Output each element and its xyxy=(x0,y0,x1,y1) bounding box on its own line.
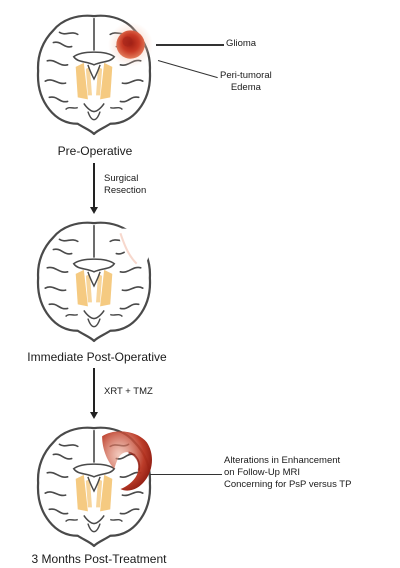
brain-pre-operative xyxy=(27,10,161,140)
brain-immediate-post-operative xyxy=(27,217,161,347)
glioma-label: Glioma xyxy=(226,38,256,50)
transition-surgical-resection: Surgical Resection xyxy=(104,173,146,197)
transition-xrt-tmz: XRT + TMZ xyxy=(104,386,153,398)
stage-title-3-months-post-treatment: 3 Months Post-Treatment xyxy=(6,552,192,566)
edema-leader-line xyxy=(158,60,218,78)
arrow-1-shaft xyxy=(93,163,95,209)
stage-title-immediate-post-operative: Immediate Post-Operative xyxy=(4,350,190,364)
arrow-2-shaft xyxy=(93,368,95,414)
brain-3-months-post-treatment xyxy=(27,422,161,552)
stage-title-pre-operative: Pre-Operative xyxy=(20,144,170,158)
arrow-down-icon xyxy=(90,207,98,214)
arrow-down-icon xyxy=(90,412,98,419)
glioma-leader-line xyxy=(156,44,224,46)
alterations-label: Alterations in Enhancement on Follow-Up … xyxy=(224,455,351,491)
edema-label: Peri-tumoral Edema xyxy=(220,70,272,94)
alterations-leader-line xyxy=(150,474,222,475)
